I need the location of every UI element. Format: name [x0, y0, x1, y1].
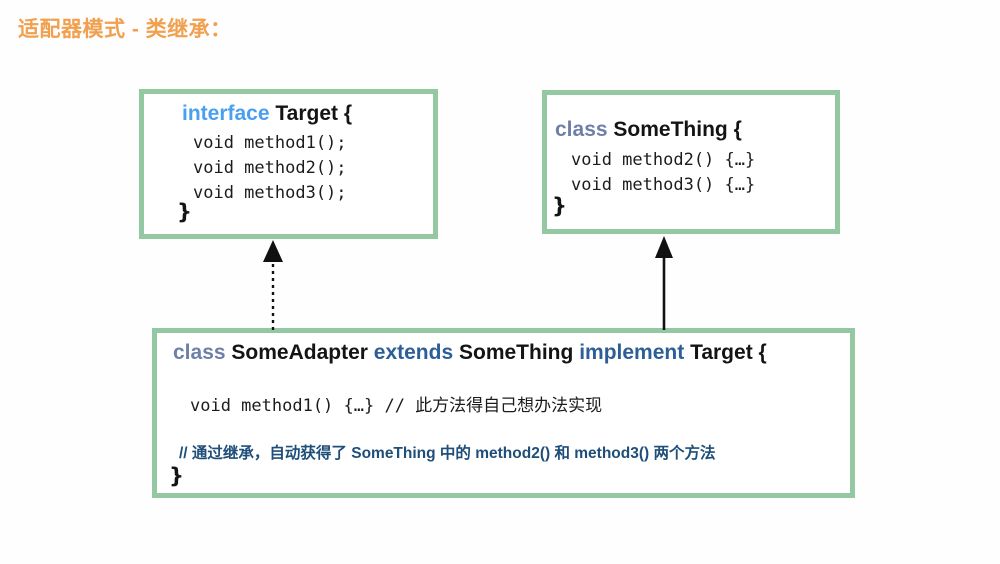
target-interface-box: interface Target { void method1();void m… — [139, 89, 438, 239]
adapter-super-name: SomeThing — [459, 341, 574, 364]
member-line: void method2() {…} — [571, 150, 756, 170]
adapter-class-name: SomeAdapter — [231, 341, 368, 364]
adapter-interface-name: Target { — [690, 341, 767, 364]
something-class-box: class SomeThing { void method2() {…}void… — [542, 90, 840, 234]
target-signature: interface Target { — [182, 102, 352, 126]
adapter-closing-brace: } — [169, 464, 184, 488]
adapter-class-box: class SomeAdapter extends SomeThing impl… — [152, 328, 855, 498]
implements-arrow — [263, 240, 283, 330]
interface-keyword: interface — [182, 102, 270, 125]
something-closing-brace: } — [552, 194, 567, 218]
target-member-list: void method1(); void method2(); void metho… — [193, 131, 347, 206]
member-line: void method3(); — [193, 183, 347, 203]
adapter-impl-line: void method1() {…} // 此方法得自己想办法实现 — [190, 396, 603, 416]
class-keyword: class — [555, 118, 608, 141]
adapter-note-comment: // 通过继承，自动获得了 SomeThing 中的 method2() 和 m… — [179, 445, 716, 462]
adapter-signature: class SomeAdapter extends SomeThing impl… — [173, 341, 767, 365]
something-signature: class SomeThing { — [555, 118, 742, 142]
target-closing-brace: } — [177, 200, 192, 224]
something-member-list: void method2() {…} void method3() {…} — [571, 148, 755, 198]
something-type-name: SomeThing { — [613, 118, 742, 141]
member-line: void method2(); — [193, 158, 347, 178]
extends-keyword: extends — [373, 341, 454, 364]
page-title: 适配器模式 - 类继承： — [18, 18, 232, 41]
implement-keyword: implement — [579, 341, 685, 364]
extends-arrow — [655, 236, 673, 330]
member-line: void method3() {…} — [571, 175, 756, 195]
target-type-name: Target { — [275, 102, 353, 125]
member-line: void method1(); — [193, 133, 347, 153]
class-keyword: class — [173, 341, 226, 364]
